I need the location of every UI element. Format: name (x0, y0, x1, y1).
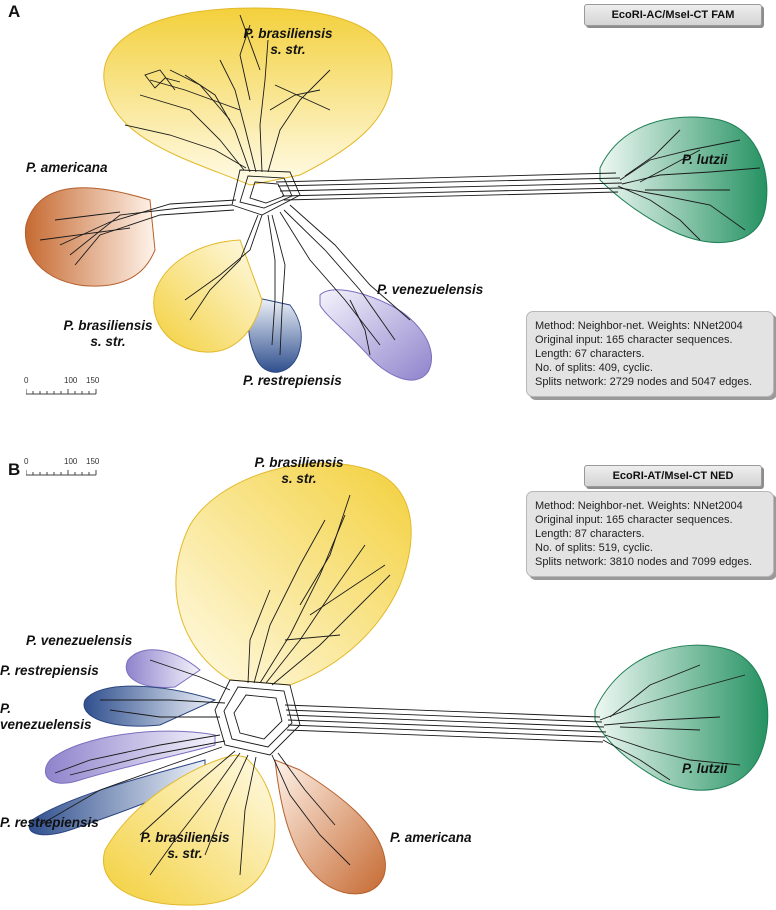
label-p-restrepiensis: P. restrepiensis (243, 373, 342, 388)
scale-label-100: 100 (64, 376, 78, 385)
scale-label-0: 0 (24, 376, 29, 385)
label-p-brasiliensis-top-b-line1: P. brasiliensis (254, 455, 344, 470)
clade-venezuelensis-area (319, 289, 433, 381)
clade-restrepiensis-area-top-b (83, 685, 217, 727)
info-method: Method: Neighbor-net. Weights: NNet2004 (535, 320, 743, 332)
panel-b-letter: B (8, 460, 21, 479)
panel-a-marker-label: EcoRI-AC/MseI-CT FAM (584, 4, 762, 26)
scale-label-150-b: 150 (86, 457, 100, 466)
clade-brasiliensis-top-area-b (175, 462, 412, 686)
info-splits-network-b: Splits network: 3810 nodes and 7099 edge… (535, 556, 753, 568)
panel-a-letter: A (8, 2, 21, 21)
scale-label-150: 150 (86, 376, 100, 385)
label-p-venezuelensis-2-b-line1: P. (0, 701, 12, 716)
panel-b-scale-bar: 0 100 150 (24, 457, 104, 481)
panel-b-info-box: Method: Neighbor-net. Weights: NNet2004 … (526, 491, 774, 577)
label-p-brasiliensis-bottom-b-line2: s. str. (167, 846, 203, 861)
label-p-venezuelensis-2-b: P. venezuelensis (0, 701, 92, 733)
info-original-input: Original input: 165 character sequences. (535, 334, 733, 346)
clade-brasiliensis-top-area (103, 7, 393, 186)
label-p-lutzii: P. lutzii (682, 152, 728, 167)
scale-bar-ruler (26, 389, 97, 395)
clade-americana-area-b (274, 759, 386, 895)
label-p-lutzii-b: P. lutzii (682, 761, 728, 776)
label-p-americana: P. americana (26, 160, 108, 175)
clade-lutzii-area-b (594, 644, 769, 791)
label-p-brasiliensis-top-line1: P. brasiliensis (243, 26, 333, 41)
panel-a-network-edges (39, 14, 761, 356)
panel-b-network-edges (39, 494, 746, 876)
info-method-b: Method: Neighbor-net. Weights: NNet2004 (535, 500, 743, 512)
info-splits-b: No. of splits: 519, cyclic. (535, 542, 653, 554)
label-p-brasiliensis-top-line2: s. str. (270, 42, 306, 57)
label-p-brasiliensis-bottom-b-line1: P. brasiliensis (140, 830, 230, 845)
label-p-brasiliensis-bottom: P. brasiliensis s. str. (58, 318, 158, 350)
label-p-brasiliensis-top: P. brasiliensis s. str. (238, 26, 338, 58)
label-p-restrepiensis-2-b: P. restrepiensis (0, 815, 99, 830)
clade-venezuelensis-area-top-b (125, 649, 201, 688)
scale-label-100-b: 100 (64, 457, 78, 466)
scale-bar-ruler-b (26, 470, 97, 476)
clade-brasiliensis-bottom-area-b (103, 754, 276, 906)
label-p-venezuelensis-1-b: P. venezuelensis (26, 633, 133, 648)
info-splits-network: Splits network: 2729 nodes and 5047 edge… (535, 376, 753, 388)
panel-a-info-box: Method: Neighbor-net. Weights: NNet2004 … (526, 311, 774, 397)
panel-b-marker-label: EcoRI-AT/MseI-CT NED (584, 465, 762, 487)
label-p-brasiliensis-top-b: P. brasiliensis s. str. (244, 455, 354, 487)
info-original-input-b: Original input: 165 character sequences. (535, 514, 733, 526)
scale-label-0-b: 0 (24, 457, 29, 466)
info-length: Length: 67 characters. (535, 348, 645, 360)
label-p-brasiliensis-top-b-line2: s. str. (281, 471, 317, 486)
label-p-brasiliensis-bottom-line1: P. brasiliensis (63, 318, 153, 333)
clade-americana-area (24, 187, 156, 287)
info-splits: No. of splits: 409, cyclic. (535, 362, 653, 374)
panel-a-network (24, 7, 768, 381)
info-length-b: Length: 87 characters. (535, 528, 645, 540)
label-p-brasiliensis-bottom-b: P. brasiliensis s. str. (130, 830, 240, 862)
label-p-venezuelensis-2-b-line2: venezuelensis (0, 717, 92, 732)
clade-lutzii-area (599, 116, 768, 243)
panel-b-network (28, 462, 769, 906)
label-p-brasiliensis-bottom-line2: s. str. (90, 334, 126, 349)
clade-brasiliensis-bottom-area (153, 239, 263, 353)
panel-a: A EcoRI-AC/MseI-CT FAM (0, 0, 776, 430)
panel-a-scale-bar: 0 100 150 (24, 376, 104, 400)
label-p-restrepiensis-1-b: P. restrepiensis (0, 663, 99, 678)
label-p-americana-b: P. americana (390, 830, 472, 845)
label-p-venezuelensis: P. venezuelensis (377, 282, 484, 297)
panel-b: B EcoRI-AT/MseI-CT NED (0, 455, 776, 910)
